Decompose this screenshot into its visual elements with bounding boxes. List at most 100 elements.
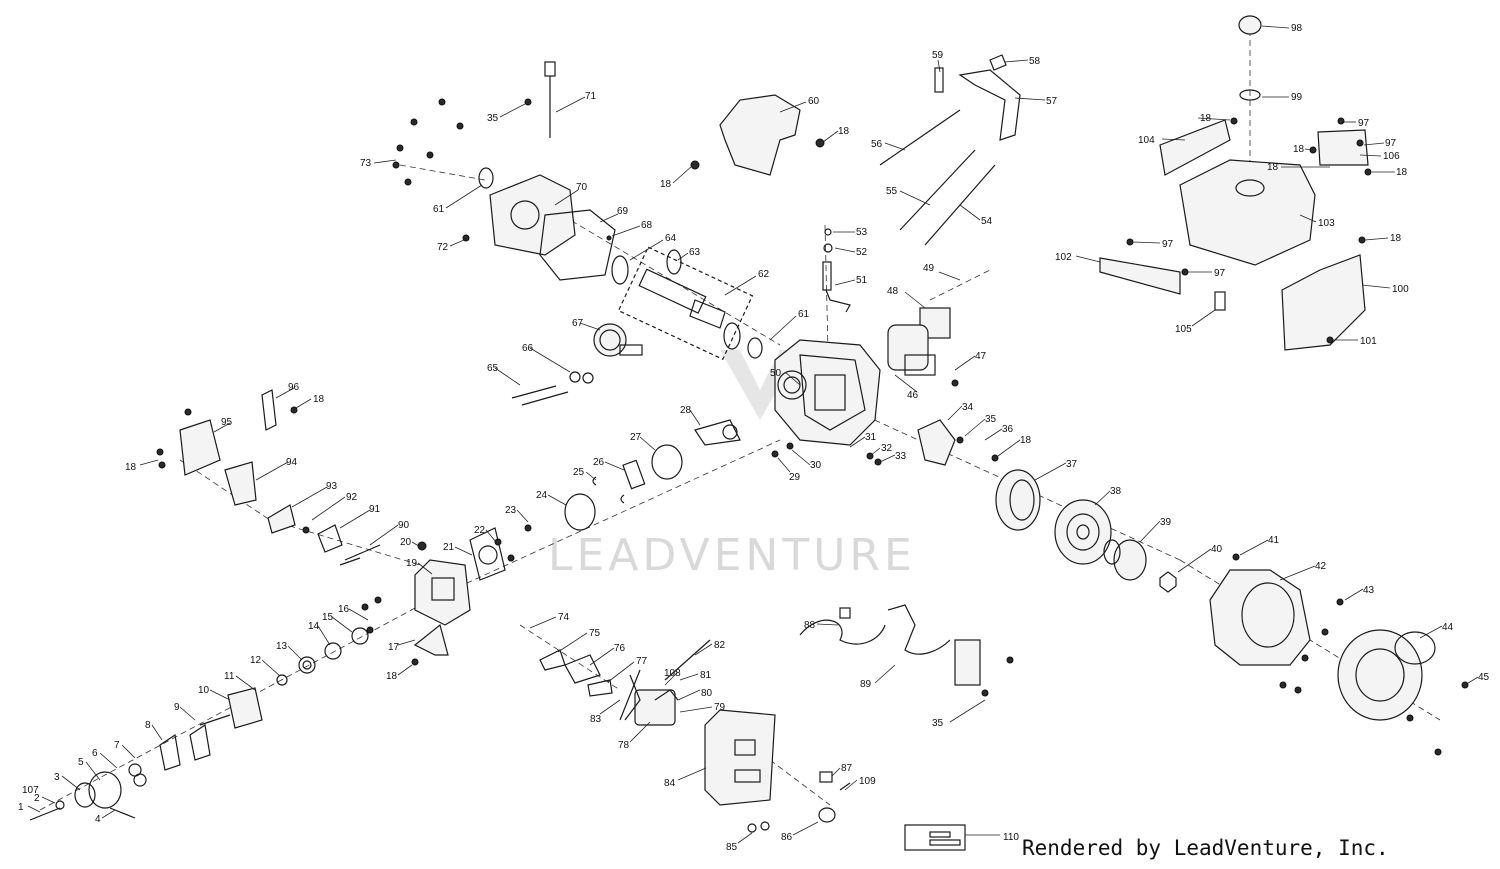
muffler-parts xyxy=(747,771,851,833)
callout-22: 22 xyxy=(474,525,486,536)
callout-1: 1 xyxy=(18,802,24,813)
recoil-starter xyxy=(1337,629,1436,721)
callout-84: 84 xyxy=(664,778,676,789)
callout-93: 93 xyxy=(326,481,338,492)
callout-72: 72 xyxy=(437,242,449,253)
bearings xyxy=(478,167,763,359)
tappets-pushrods xyxy=(511,371,594,406)
muffler-guard xyxy=(179,389,296,534)
callout-15: 15 xyxy=(322,612,334,623)
callout-54: 54 xyxy=(981,216,993,227)
camshaft xyxy=(593,323,643,357)
callout-34: 34 xyxy=(962,402,974,413)
callout-90: 90 xyxy=(398,520,410,531)
callout-62: 62 xyxy=(758,269,770,280)
callout-92: 92 xyxy=(346,492,358,503)
callout-69: 69 xyxy=(617,206,629,217)
callout-85: 85 xyxy=(726,842,738,853)
callout-17: 17 xyxy=(388,642,400,653)
callout-18c: 18 xyxy=(838,126,850,137)
callout-67: 67 xyxy=(572,318,584,329)
tank-brackets xyxy=(1099,119,1369,351)
callout-32: 32 xyxy=(881,443,893,454)
callout-18h: 18 xyxy=(1267,162,1279,173)
callout-37: 37 xyxy=(1066,459,1078,470)
callout-73: 73 xyxy=(360,158,372,169)
callout-14: 14 xyxy=(308,621,320,632)
callout-64: 64 xyxy=(665,233,677,244)
callout-18: 18 xyxy=(386,671,398,682)
callout-56: 56 xyxy=(871,139,883,150)
callout-110: 110 xyxy=(1003,832,1019,843)
callout-91: 91 xyxy=(369,504,381,515)
callout-97c: 97 xyxy=(1162,239,1174,250)
governor-bracket xyxy=(719,94,801,176)
callout-71: 71 xyxy=(585,91,597,102)
callout-33: 33 xyxy=(895,451,907,462)
callout-82: 82 xyxy=(714,640,726,651)
leader-lines xyxy=(27,25,1479,844)
callout-30: 30 xyxy=(810,460,822,471)
callout-48: 48 xyxy=(887,286,899,297)
head-gasket xyxy=(469,527,506,581)
callout-29: 29 xyxy=(789,472,801,483)
callout-38: 38 xyxy=(1110,486,1122,497)
cylinder-head xyxy=(414,559,471,626)
callout-108: 108 xyxy=(664,668,681,679)
callout-65: 65 xyxy=(487,363,499,374)
callout-44: 44 xyxy=(1442,622,1454,633)
callout-35: 35 xyxy=(985,414,997,425)
callout-53: 53 xyxy=(856,227,868,238)
kit-110 xyxy=(904,824,966,851)
callout-9: 9 xyxy=(174,702,180,713)
valve-cover xyxy=(227,687,263,729)
callout-23: 23 xyxy=(505,505,517,516)
callout-79: 79 xyxy=(714,702,726,713)
callout-13: 13 xyxy=(276,641,288,652)
callout-76: 76 xyxy=(614,643,626,654)
callout-97: 97 xyxy=(1358,118,1370,129)
wiring-harness xyxy=(799,604,981,686)
valve-train xyxy=(29,627,369,821)
callout-70: 70 xyxy=(576,182,588,193)
callout-5: 5 xyxy=(78,757,84,768)
callout-18j: 18 xyxy=(1200,113,1212,124)
crankshaft xyxy=(617,246,754,361)
deflector xyxy=(413,623,449,656)
callout-103: 103 xyxy=(1318,218,1335,229)
callout-77: 77 xyxy=(636,656,648,667)
callout-98: 98 xyxy=(1291,23,1303,34)
callout-59: 59 xyxy=(932,50,944,61)
callout-18d: 18 xyxy=(660,179,672,190)
callout-35b: 35 xyxy=(487,113,499,124)
callout-40: 40 xyxy=(1211,544,1223,555)
callout-31: 31 xyxy=(865,432,877,443)
callout-43: 43 xyxy=(1363,585,1375,596)
callout-75: 75 xyxy=(589,628,601,639)
fan xyxy=(1054,499,1112,565)
callout-57: 57 xyxy=(1046,96,1058,107)
carburetor xyxy=(539,639,711,726)
callout-66: 66 xyxy=(522,343,534,354)
callout-21: 21 xyxy=(443,542,455,553)
callout-39: 39 xyxy=(1160,517,1172,528)
callout-18i: 18 xyxy=(1293,144,1305,155)
callout-100: 100 xyxy=(1392,284,1409,295)
callout-labels: 1 2 3 4 5 6 7 8 9 10 11 12 13 14 15 16 1… xyxy=(18,23,1490,853)
callout-51: 51 xyxy=(856,275,868,286)
callout-6: 6 xyxy=(92,748,98,759)
governor-shaft xyxy=(822,228,851,313)
callout-63: 63 xyxy=(689,247,701,258)
callout-16: 16 xyxy=(338,604,350,615)
callout-49: 49 xyxy=(923,263,935,274)
blower-housing xyxy=(1209,569,1311,666)
callout-96: 96 xyxy=(288,382,300,393)
callout-42: 42 xyxy=(1315,561,1327,572)
connecting-rod xyxy=(694,419,741,446)
dipstick xyxy=(544,61,556,138)
flywheel xyxy=(995,469,1041,531)
callout-102: 102 xyxy=(1055,252,1072,263)
callout-88: 88 xyxy=(804,620,816,631)
callout-8: 8 xyxy=(145,720,151,731)
